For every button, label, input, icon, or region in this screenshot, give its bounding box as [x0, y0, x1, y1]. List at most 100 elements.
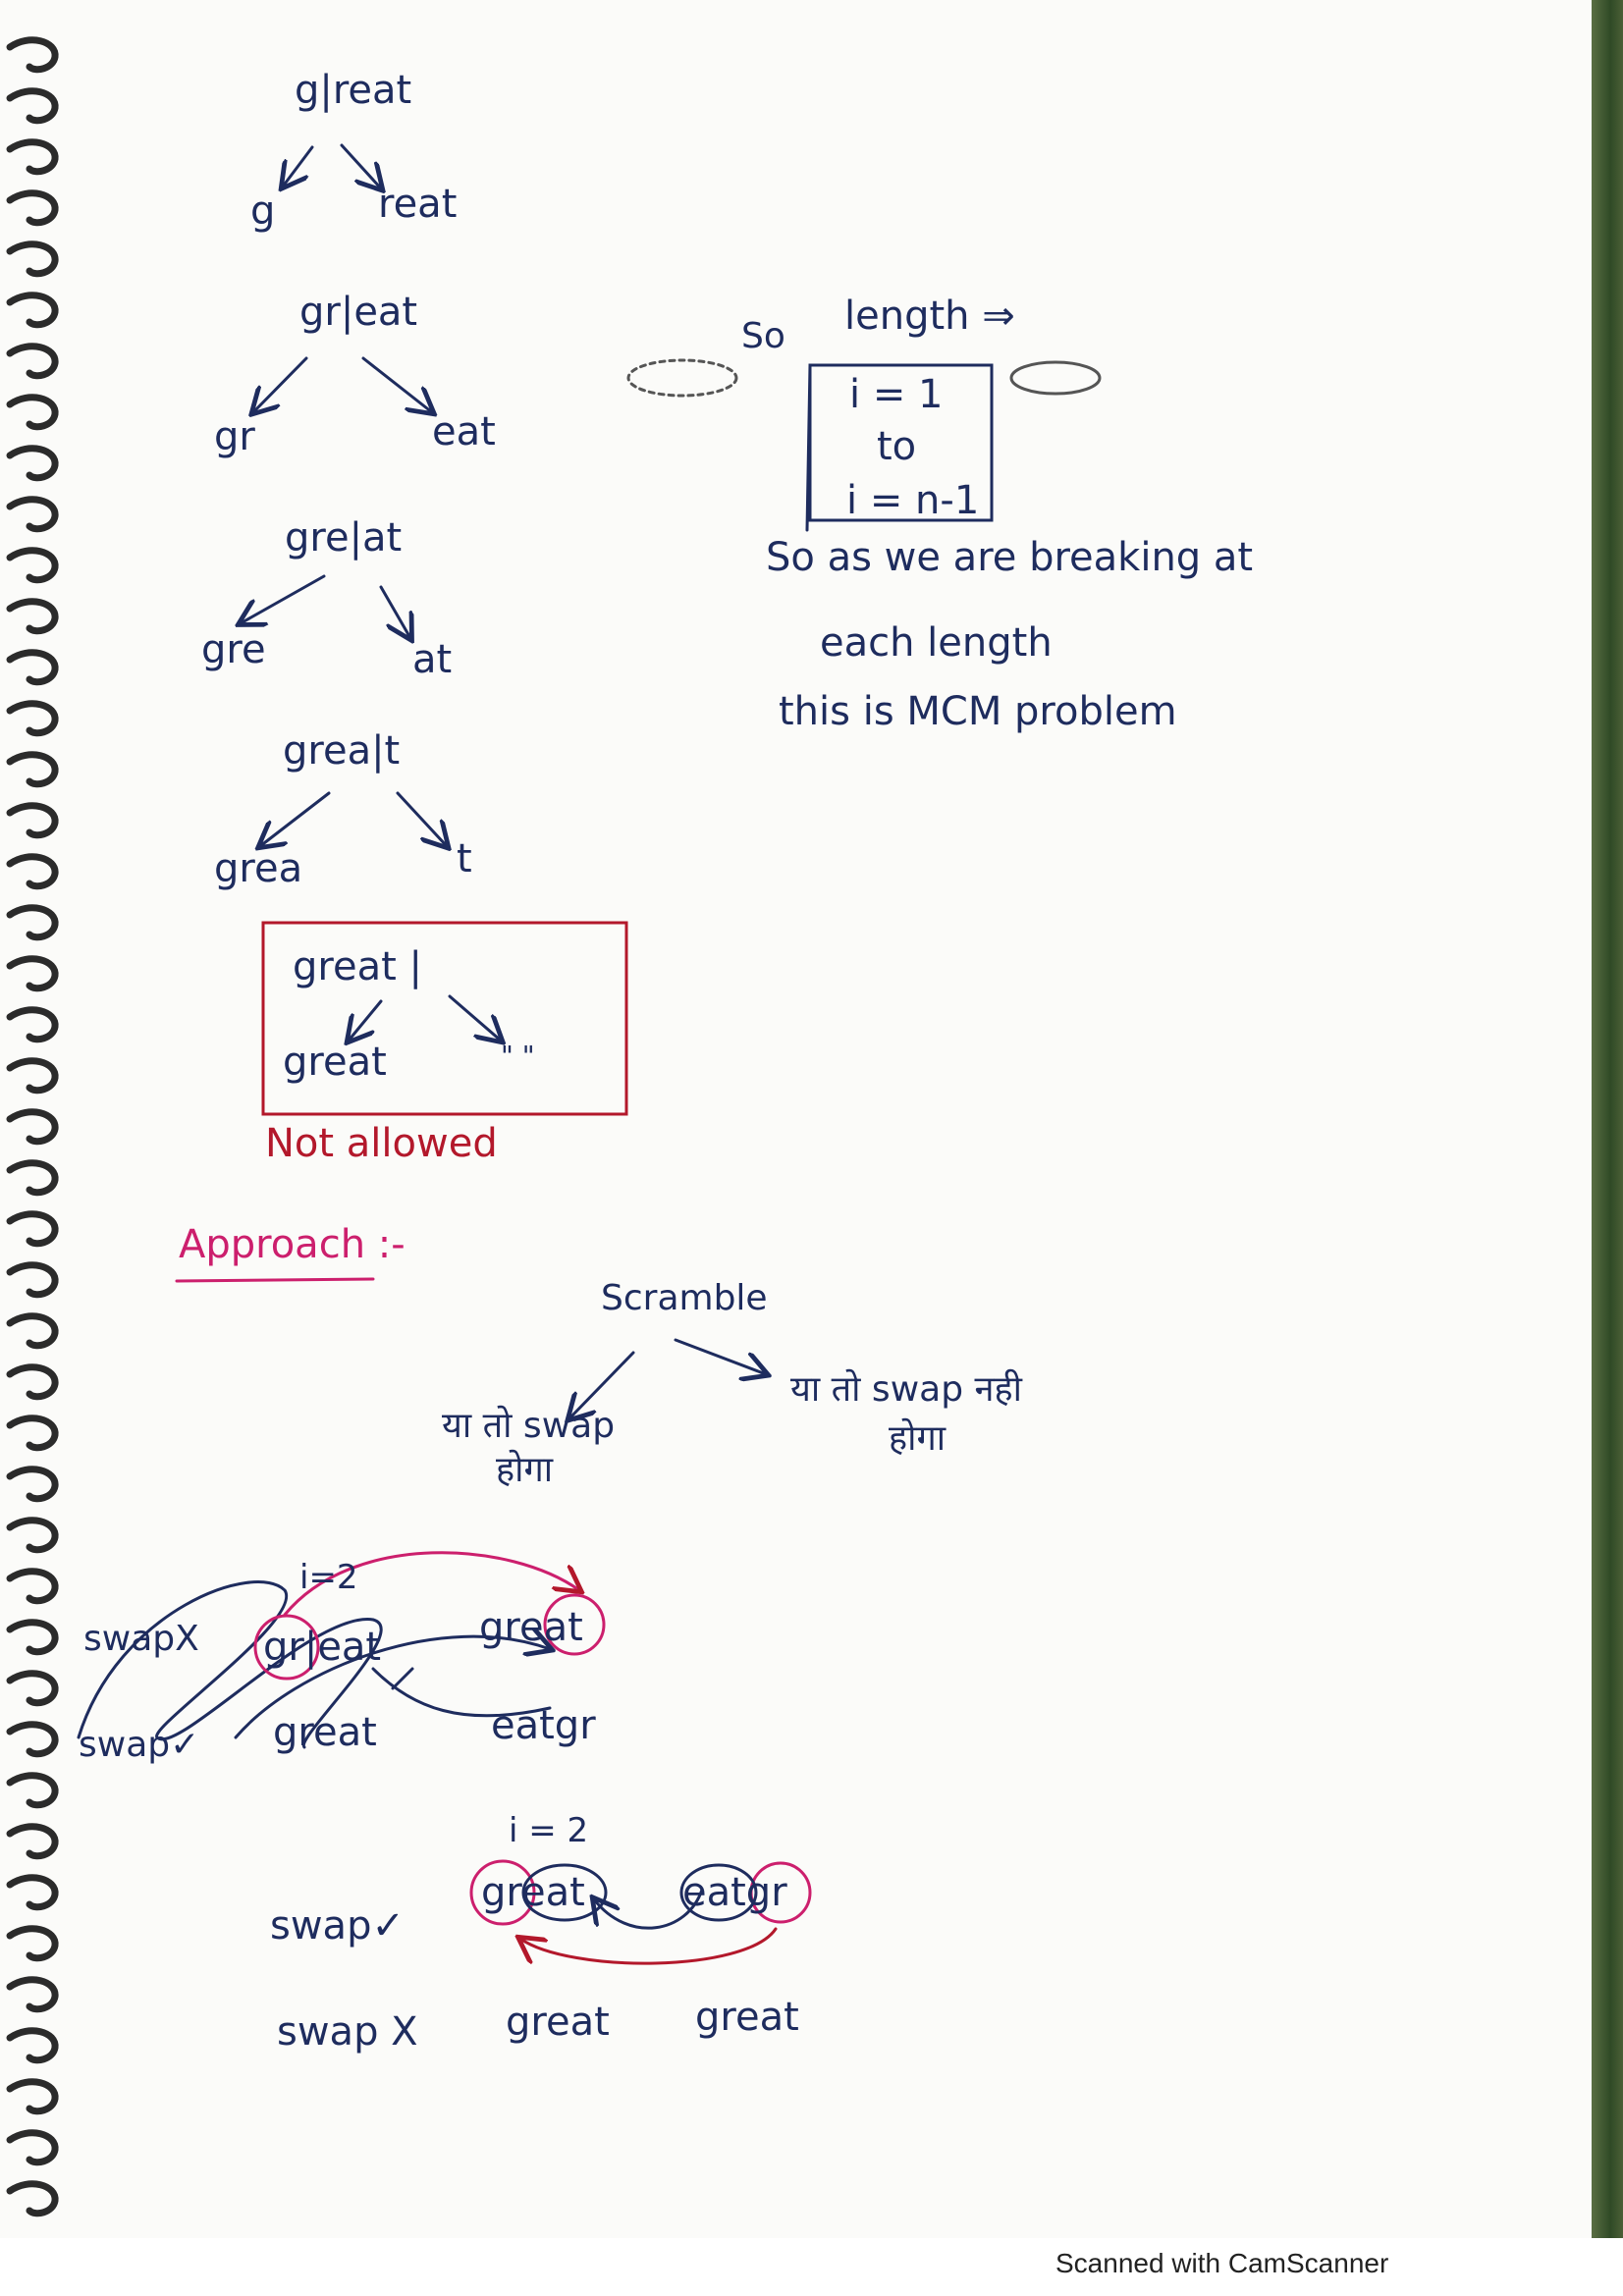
invalid-right-arrow — [448, 994, 501, 1041]
spiral-ring — [6, 1874, 59, 1911]
spiral-ring — [6, 292, 59, 329]
tree2-right: eat — [432, 409, 496, 454]
length-line-2: to — [877, 424, 917, 469]
sketch2-index: i = 2 — [509, 1811, 589, 1850]
invalid-root: great | — [293, 944, 422, 989]
spiral-ring — [6, 36, 59, 74]
sketch1-index: i=2 — [299, 1558, 358, 1597]
spiral-ring — [6, 955, 59, 992]
scramble-right-arrow — [674, 1338, 766, 1374]
sketch-strokes — [77, 143, 1102, 1965]
spiral-ring — [6, 394, 59, 431]
spiral-ring — [6, 1261, 59, 1299]
tree3-root: gre|at — [285, 515, 403, 561]
explanation-line-3: this is MCM problem — [779, 689, 1177, 734]
spiral-ring — [6, 1517, 59, 1554]
tree2-left-arrow — [253, 356, 308, 412]
sketch2-eat-left-oval — [521, 1863, 608, 1922]
spiral-ring — [6, 1057, 59, 1095]
spiral-ring — [6, 1363, 59, 1401]
sketch2-red-arrow — [520, 1927, 778, 1965]
spiral-ring — [6, 1312, 59, 1350]
sketch2-blue-arrow — [594, 1888, 704, 1930]
tree4-right: t — [457, 836, 472, 881]
spiral-ring — [6, 2129, 59, 2166]
spiral-ring — [6, 700, 59, 737]
tree1-right: reat — [378, 182, 458, 227]
sketch1-swap-yes: swap✓ — [79, 1725, 200, 1765]
length-line-3: i = n-1 — [846, 478, 980, 523]
sketch2-swap-word-1: great — [481, 1870, 585, 1915]
spiral-ring — [6, 2078, 59, 2115]
notebook-cover-edge — [1592, 0, 1623, 2296]
tree4-left: grea — [214, 846, 303, 891]
spiral-ring — [6, 240, 59, 278]
spiral-ring — [6, 496, 59, 533]
invalid-left: great — [283, 1040, 387, 1085]
approach-underline — [175, 1277, 375, 1283]
explanation-line-2: each length — [820, 620, 1053, 666]
spiral-ring — [6, 343, 59, 380]
sketch2-swap-word-2: eatgr — [682, 1870, 787, 1915]
spiral-ring — [6, 1721, 59, 1758]
sketch2-circle-gr-right — [749, 1861, 812, 1924]
spiral-ring — [6, 1210, 59, 1248]
spiral-ring — [6, 904, 59, 941]
sketch1-swap-no: swapX — [83, 1619, 199, 1659]
scramble-root: Scramble — [601, 1278, 768, 1318]
sketch2-no-swap-word-2: great — [695, 1995, 799, 2040]
spiral-binding — [6, 36, 59, 2217]
spiral-ring — [6, 1108, 59, 1146]
scramble-right-line-2: होगा — [889, 1418, 947, 1459]
tree3-right-arrow — [379, 585, 410, 638]
spiral-ring — [6, 1976, 59, 2013]
tree1-left: g — [250, 188, 276, 234]
tree1-root: g|reat — [295, 68, 412, 113]
spiral-ring — [6, 1823, 59, 1860]
scramble-left-line-1: या तो swap — [442, 1406, 616, 1446]
sketch1-circle-right — [543, 1593, 606, 1656]
spiral-ring — [6, 445, 59, 482]
notebook-page: g|reat g reat gr|eat gr eat gre|at gre a… — [0, 0, 1623, 2238]
sketch2-eat-right-oval — [679, 1863, 758, 1922]
length-label: length ⇒ — [844, 294, 1015, 339]
right-swirl — [1009, 360, 1102, 396]
tree2-right-arrow — [361, 356, 432, 412]
sketch2-circle-gr — [469, 1859, 536, 1926]
sketch1-word-4: eatgr — [491, 1703, 596, 1748]
sketch1-swap-arc — [283, 1551, 579, 1617]
spiral-ring — [6, 751, 59, 788]
scramble-left-arrow — [569, 1351, 635, 1418]
invalid-split-box — [261, 921, 628, 1116]
spiral-ring — [6, 598, 59, 635]
length-prefix: So — [741, 316, 785, 356]
tree1-left-arrow — [283, 145, 314, 187]
scribble-loop — [77, 1580, 383, 1749]
tree1-right-arrow — [340, 143, 381, 188]
spiral-ring — [6, 1670, 59, 1707]
spiral-ring — [6, 1159, 59, 1197]
tree2-root: gr|eat — [299, 290, 418, 335]
sketch1-circle-left — [253, 1614, 320, 1681]
tree4-root: grea|t — [283, 728, 401, 774]
camscanner-watermark: Scanned with CamScanner — [1055, 2248, 1389, 2278]
spiral-ring — [6, 1415, 59, 1452]
spiral-ring — [6, 1619, 59, 1656]
explanation-line-1: So as we are breaking at — [766, 535, 1254, 580]
spiral-ring — [6, 2027, 59, 2064]
spiral-ring — [6, 189, 59, 227]
tree3-left-arrow — [241, 574, 326, 623]
spiral-ring — [6, 1772, 59, 1809]
spiral-ring — [6, 2180, 59, 2217]
spiral-ring — [6, 547, 59, 584]
sketch2-no-swap-word-1: great — [506, 2000, 610, 2045]
approach-heading: Approach :- — [179, 1222, 406, 1267]
spiral-ring — [6, 1568, 59, 1605]
spiral-ring — [6, 1925, 59, 1962]
spiral-ring — [6, 802, 59, 839]
tree4-right-arrow — [396, 791, 447, 846]
tree2-left: gr — [214, 414, 255, 459]
invalid-right: " " — [501, 1040, 535, 1072]
sketch2-swap-yes: swap✓ — [270, 1903, 405, 1949]
sketch1-word-1: gr|eat — [263, 1625, 382, 1670]
